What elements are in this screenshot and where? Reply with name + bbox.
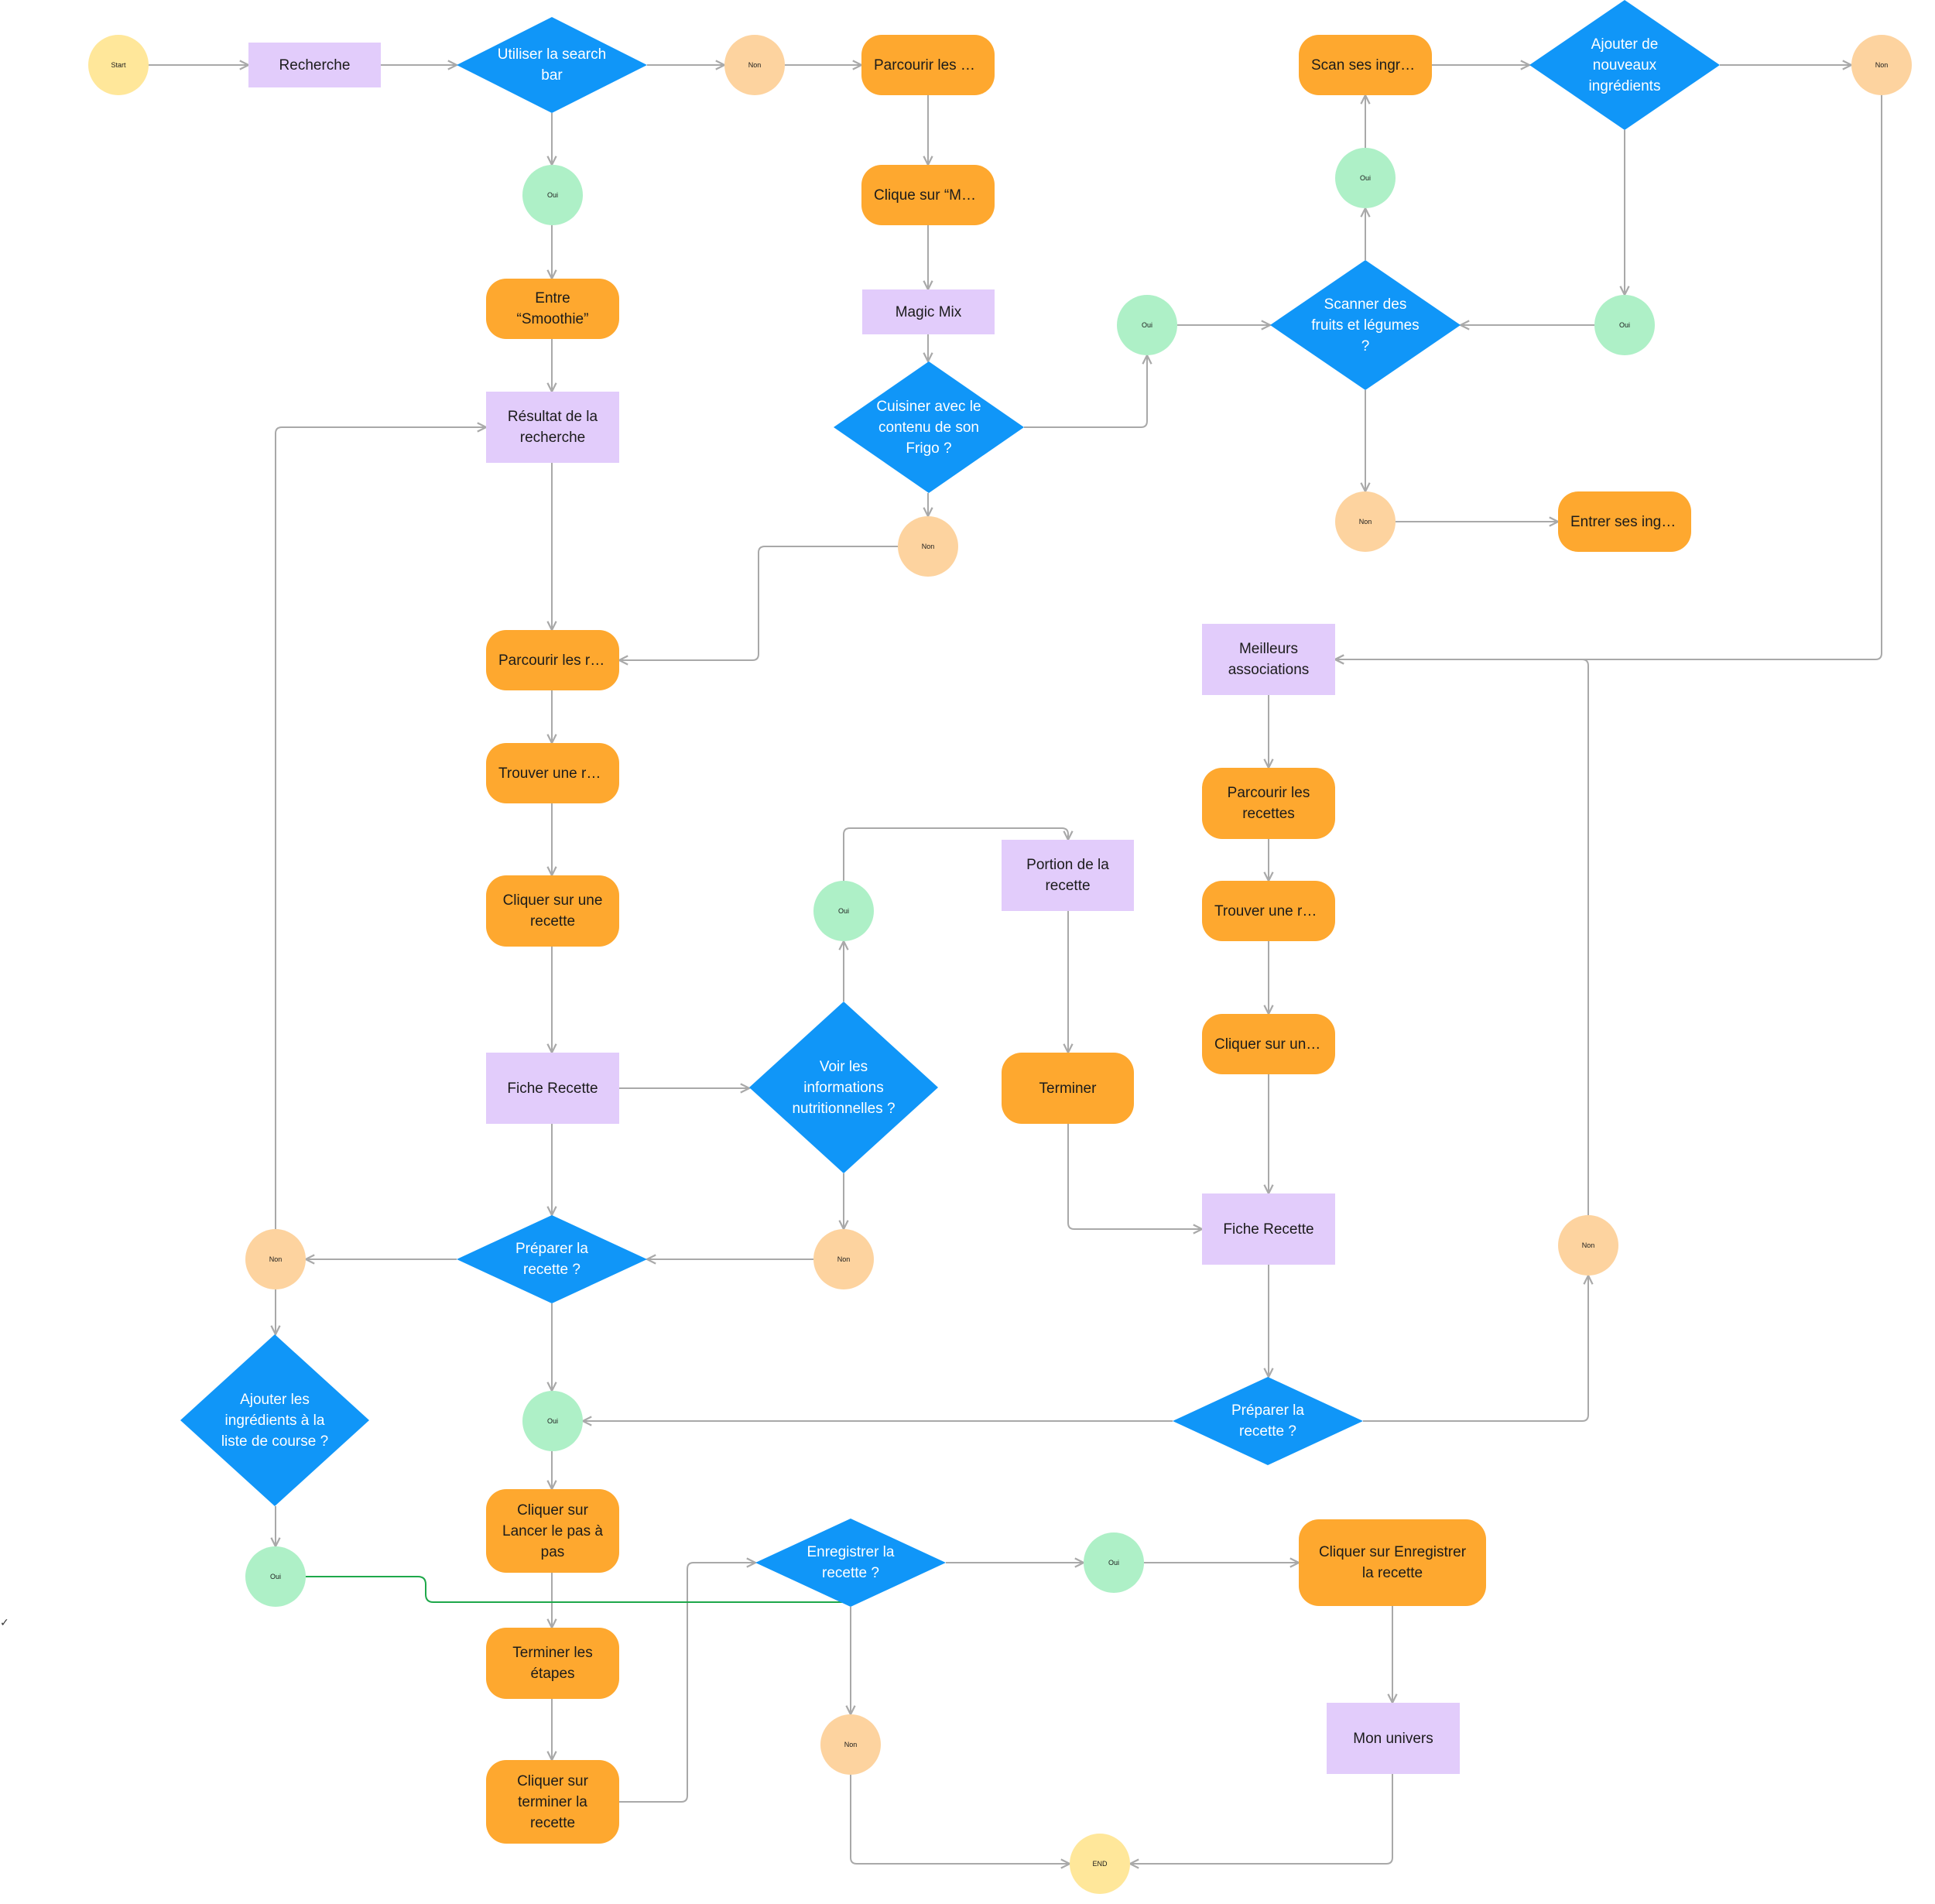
- parcourir-categories-action: Parcourir les ca…: [861, 35, 995, 95]
- trouver-recette-left-action: Trouver une re…: [486, 743, 619, 803]
- mon-univers-screen: Mon univers: [1327, 1703, 1460, 1774]
- connector-preparer-right-to-non: [1363, 1276, 1588, 1422]
- meilleurs-associations-screen: Meilleurs associations: [1202, 624, 1335, 695]
- magic-mix-screen: Magic Mix: [862, 289, 995, 334]
- entre-smoothie-action: Entre “Smoothie”: [486, 279, 619, 339]
- connector-preparer-right-non-to-meilleurs: [1335, 659, 1589, 1215]
- connector-nouveaux-non-to-meilleurs: [1335, 95, 1882, 659]
- connector-nutrition-oui-to-portion: [843, 827, 1068, 881]
- end-node: END: [1070, 1834, 1130, 1894]
- entrer-ingredients-action: Entrer ses ingr…: [1558, 491, 1691, 552]
- connector-liste-oui-highlight: [306, 1576, 851, 1603]
- trouver-recette-right-action: Trouver une re…: [1202, 881, 1335, 941]
- frigo-oui-node: Oui: [1117, 295, 1177, 355]
- connector-frigo-non-to-parcourir-re: [619, 546, 898, 660]
- frigo-decision: Cuisiner avec le contenu de son Frigo ?: [834, 361, 1024, 493]
- enregistrer-non-node: Non: [820, 1714, 881, 1775]
- connector-preparer-non-to-resultat: [275, 427, 486, 1229]
- search-non-node: Non: [724, 35, 785, 95]
- search-oui-node: Oui: [522, 165, 583, 225]
- liste-course-decision: Ajouter les ingrédients à la liste de co…: [180, 1334, 369, 1506]
- enregistrer-decision: Enregistrer la recette ?: [755, 1519, 946, 1607]
- nouveaux-ingredients-decision: Ajouter de nouveaux ingrédients: [1529, 0, 1720, 130]
- nutrition-decision: Voir les informations nutritionnelles ?: [749, 1002, 938, 1173]
- lancer-pas-a-pas-action: Cliquer sur Lancer le pas à pas: [486, 1489, 619, 1573]
- clique-magic-mix-action: Clique sur “Ma…: [861, 165, 995, 225]
- nutrition-oui-node: Oui: [813, 881, 874, 941]
- nutrition-non-node: Non: [813, 1229, 874, 1289]
- preparer-right-non-node: Non: [1558, 1215, 1618, 1276]
- stray-tick-mark: ✓: [0, 1616, 9, 1628]
- search-bar-decision: Utiliser la search bar: [457, 17, 647, 113]
- frigo-non-node: Non: [898, 516, 958, 577]
- connector-univers-to-end: [1130, 1774, 1393, 1864]
- scanner-non-node: Non: [1335, 491, 1396, 552]
- cliquer-recette-action: Cliquer sur une recette: [486, 875, 619, 947]
- portion-recette-screen: Portion de la recette: [1002, 840, 1134, 911]
- terminer-action: Terminer: [1002, 1053, 1134, 1124]
- preparer-left-non-node: Non: [245, 1229, 306, 1289]
- start-node: Start: [88, 35, 149, 95]
- nouveaux-non-node: Non: [1851, 35, 1912, 95]
- liste-course-oui-node: Oui: [245, 1546, 306, 1607]
- preparer-oui-node: Oui: [522, 1391, 583, 1451]
- cliquer-terminer-recette-action: Cliquer sur terminer la recette: [486, 1760, 619, 1844]
- parcourir-recettes-action: Parcourir les re…: [486, 630, 619, 690]
- fiche-recette-right-screen: Fiche Recette: [1202, 1193, 1335, 1265]
- connector-terminer-to-fiche-right: [1067, 1124, 1202, 1229]
- nouveaux-oui-node: Oui: [1594, 295, 1655, 355]
- cliquer-une-right-action: Cliquer sur une…: [1202, 1014, 1335, 1074]
- scanner-oui-node: Oui: [1335, 148, 1396, 208]
- preparer-left-decision: Préparer la recette ?: [457, 1215, 647, 1303]
- scan-ingredients-action: Scan ses ingré…: [1299, 35, 1432, 95]
- terminer-etapes-action: Terminer les étapes: [486, 1628, 619, 1699]
- connector-cliquer-terminer-to-enregistrer: [619, 1563, 755, 1803]
- connector-frigo-to-oui: [1024, 355, 1147, 428]
- parcourir-recettes-right-action: Parcourir les recettes: [1202, 768, 1335, 839]
- scanner-decision: Scanner des fruits et légumes ?: [1270, 260, 1461, 390]
- connector-enregistrer-non-to-end: [850, 1775, 1070, 1864]
- fiche-recette-left-screen: Fiche Recette: [486, 1053, 619, 1124]
- cliquer-enregistrer-action: Cliquer sur Enregistrer la recette: [1299, 1519, 1486, 1606]
- recherche-screen: Recherche: [248, 43, 381, 87]
- resultat-recherche-screen: Résultat de la recherche: [486, 392, 619, 463]
- preparer-right-decision: Préparer la recette ?: [1173, 1377, 1363, 1465]
- enregistrer-oui-node: Oui: [1084, 1532, 1144, 1593]
